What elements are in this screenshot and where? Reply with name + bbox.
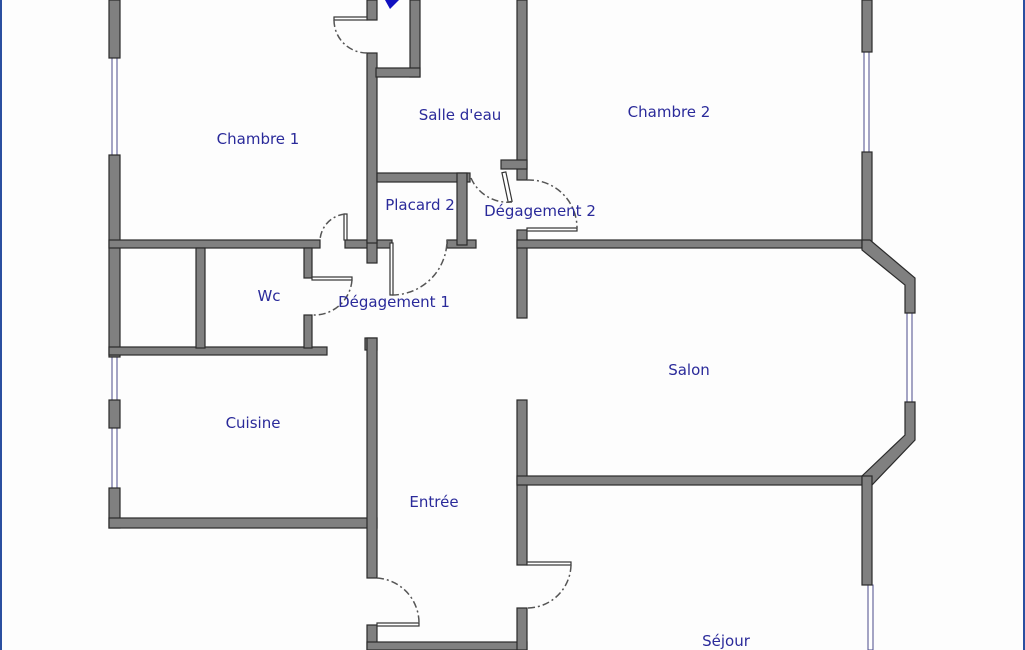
window xyxy=(111,57,118,156)
doors xyxy=(311,0,578,627)
room-labels: Chambre 1 Salle d'eau Chambre 2 Placard … xyxy=(217,103,751,650)
window xyxy=(863,51,870,153)
room-label-degagement1: Dégagement 1 xyxy=(338,293,450,311)
room-label-salle-eau: Salle d'eau xyxy=(419,106,502,124)
room-label-chambre1: Chambre 1 xyxy=(217,130,300,148)
room-label-wc: Wc xyxy=(257,287,280,305)
room-label-entree: Entrée xyxy=(409,493,458,511)
window xyxy=(111,427,118,489)
window xyxy=(867,584,874,650)
room-label-placard2: Placard 2 xyxy=(385,196,455,214)
window xyxy=(111,356,118,401)
room-label-chambre2: Chambre 2 xyxy=(628,103,711,121)
walls xyxy=(108,0,916,650)
room-label-degagement2: Dégagement 2 xyxy=(484,202,596,220)
room-label-cuisine: Cuisine xyxy=(226,414,281,432)
north-arrow-icon xyxy=(385,0,399,9)
window xyxy=(906,312,913,403)
room-label-salon: Salon xyxy=(668,361,710,379)
room-label-sejour: Séjour xyxy=(702,632,751,650)
